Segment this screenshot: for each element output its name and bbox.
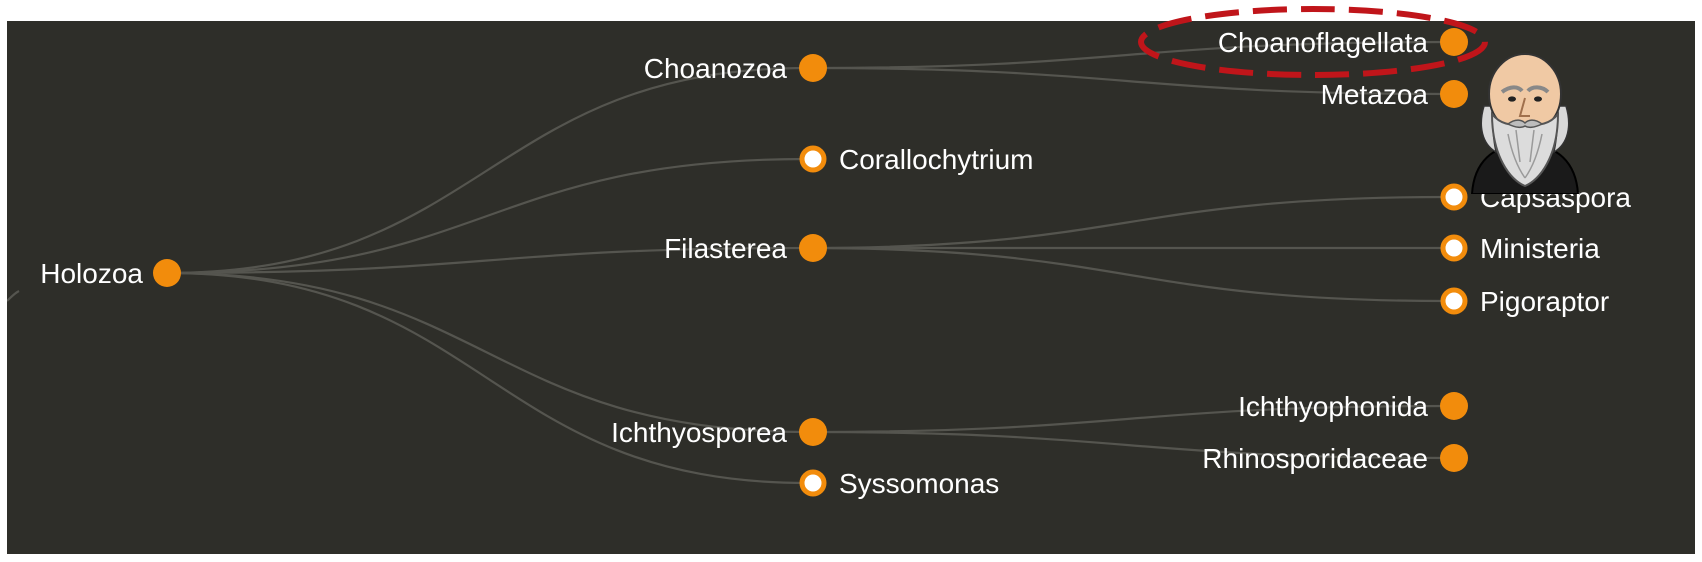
node-pigoraptor[interactable]: Pigoraptor — [1440, 286, 1609, 317]
node-syssomonas-label: Syssomonas — [839, 468, 999, 499]
node-corallochytrium-label: Corallochytrium — [839, 144, 1034, 175]
node-holozoa-marker[interactable] — [153, 259, 181, 287]
node-holozoa[interactable]: Holozoa — [40, 258, 181, 289]
node-holozoa-label: Holozoa — [40, 258, 143, 289]
node-ministeria-label: Ministeria — [1480, 233, 1600, 264]
node-metazoa-marker[interactable] — [1440, 80, 1468, 108]
bearded-naturalist-portrait-icon — [1470, 53, 1580, 194]
node-choanozoa-label: Choanozoa — [644, 53, 788, 84]
node-metazoa[interactable]: Metazoa — [1321, 79, 1468, 110]
node-ichthyophonida[interactable]: Ichthyophonida — [1238, 391, 1468, 422]
node-choanozoa-marker[interactable] — [799, 54, 827, 82]
tree-link-holozoa-filasterea — [166, 246, 808, 275]
node-corallochytrium-marker[interactable] — [799, 145, 827, 173]
node-rhinosporidaceae-marker[interactable] — [1440, 444, 1468, 472]
tree-link-choanozoa-metazoa — [806, 66, 1448, 96]
node-metazoa-label: Metazoa — [1321, 79, 1429, 110]
tree-link-ichthyosporea-rhinosporidaceae — [806, 430, 1448, 460]
node-ichthyophonida-marker[interactable] — [1440, 392, 1468, 420]
tree-link-ichthyosporea-ichthyophonida — [806, 404, 1448, 434]
node-filasterea[interactable]: Filasterea — [664, 233, 827, 264]
tree-link-holozoa-corallochytrium — [166, 157, 808, 275]
node-filasterea-label: Filasterea — [664, 233, 787, 264]
node-ichthyosporea-label: Ichthyosporea — [611, 417, 787, 448]
node-capsaspora-marker[interactable] — [1440, 183, 1468, 211]
node-ichthyosporea[interactable]: Ichthyosporea — [611, 417, 827, 448]
node-syssomonas[interactable]: Syssomonas — [799, 468, 999, 499]
tree-link-holozoa-ichthyosporea — [166, 271, 808, 434]
node-rhinosporidaceae[interactable]: Rhinosporidaceae — [1202, 443, 1468, 474]
node-choanoflagellata-label: Choanoflagellata — [1218, 27, 1429, 58]
tree-link-filasterea-pigoraptor — [806, 246, 1448, 303]
tree-links — [7, 40, 1448, 485]
tree-link-incoming-root — [7, 290, 20, 302]
tree-panel: Holozoa Choanozoa Corallochytrium Filast… — [7, 21, 1695, 554]
node-pigoraptor-marker[interactable] — [1440, 287, 1468, 315]
node-ministeria[interactable]: Ministeria — [1440, 233, 1600, 264]
node-pigoraptor-label: Pigoraptor — [1480, 286, 1609, 317]
phylogenetic-tree: Holozoa Choanozoa Corallochytrium Filast… — [7, 27, 1631, 499]
tree-link-holozoa-choanozoa — [166, 66, 808, 275]
node-syssomonas-marker[interactable] — [799, 469, 827, 497]
node-ichthyosporea-marker[interactable] — [799, 418, 827, 446]
node-ministeria-marker[interactable] — [1440, 234, 1468, 262]
node-choanozoa[interactable]: Choanozoa — [644, 53, 827, 84]
node-rhinosporidaceae-label: Rhinosporidaceae — [1202, 443, 1428, 474]
node-filasterea-marker[interactable] — [799, 234, 827, 262]
node-ichthyophonida-label: Ichthyophonida — [1238, 391, 1428, 422]
node-corallochytrium[interactable]: Corallochytrium — [799, 144, 1034, 175]
tree-link-holozoa-syssomonas — [166, 271, 808, 485]
tree-link-filasterea-capsaspora — [806, 195, 1448, 250]
